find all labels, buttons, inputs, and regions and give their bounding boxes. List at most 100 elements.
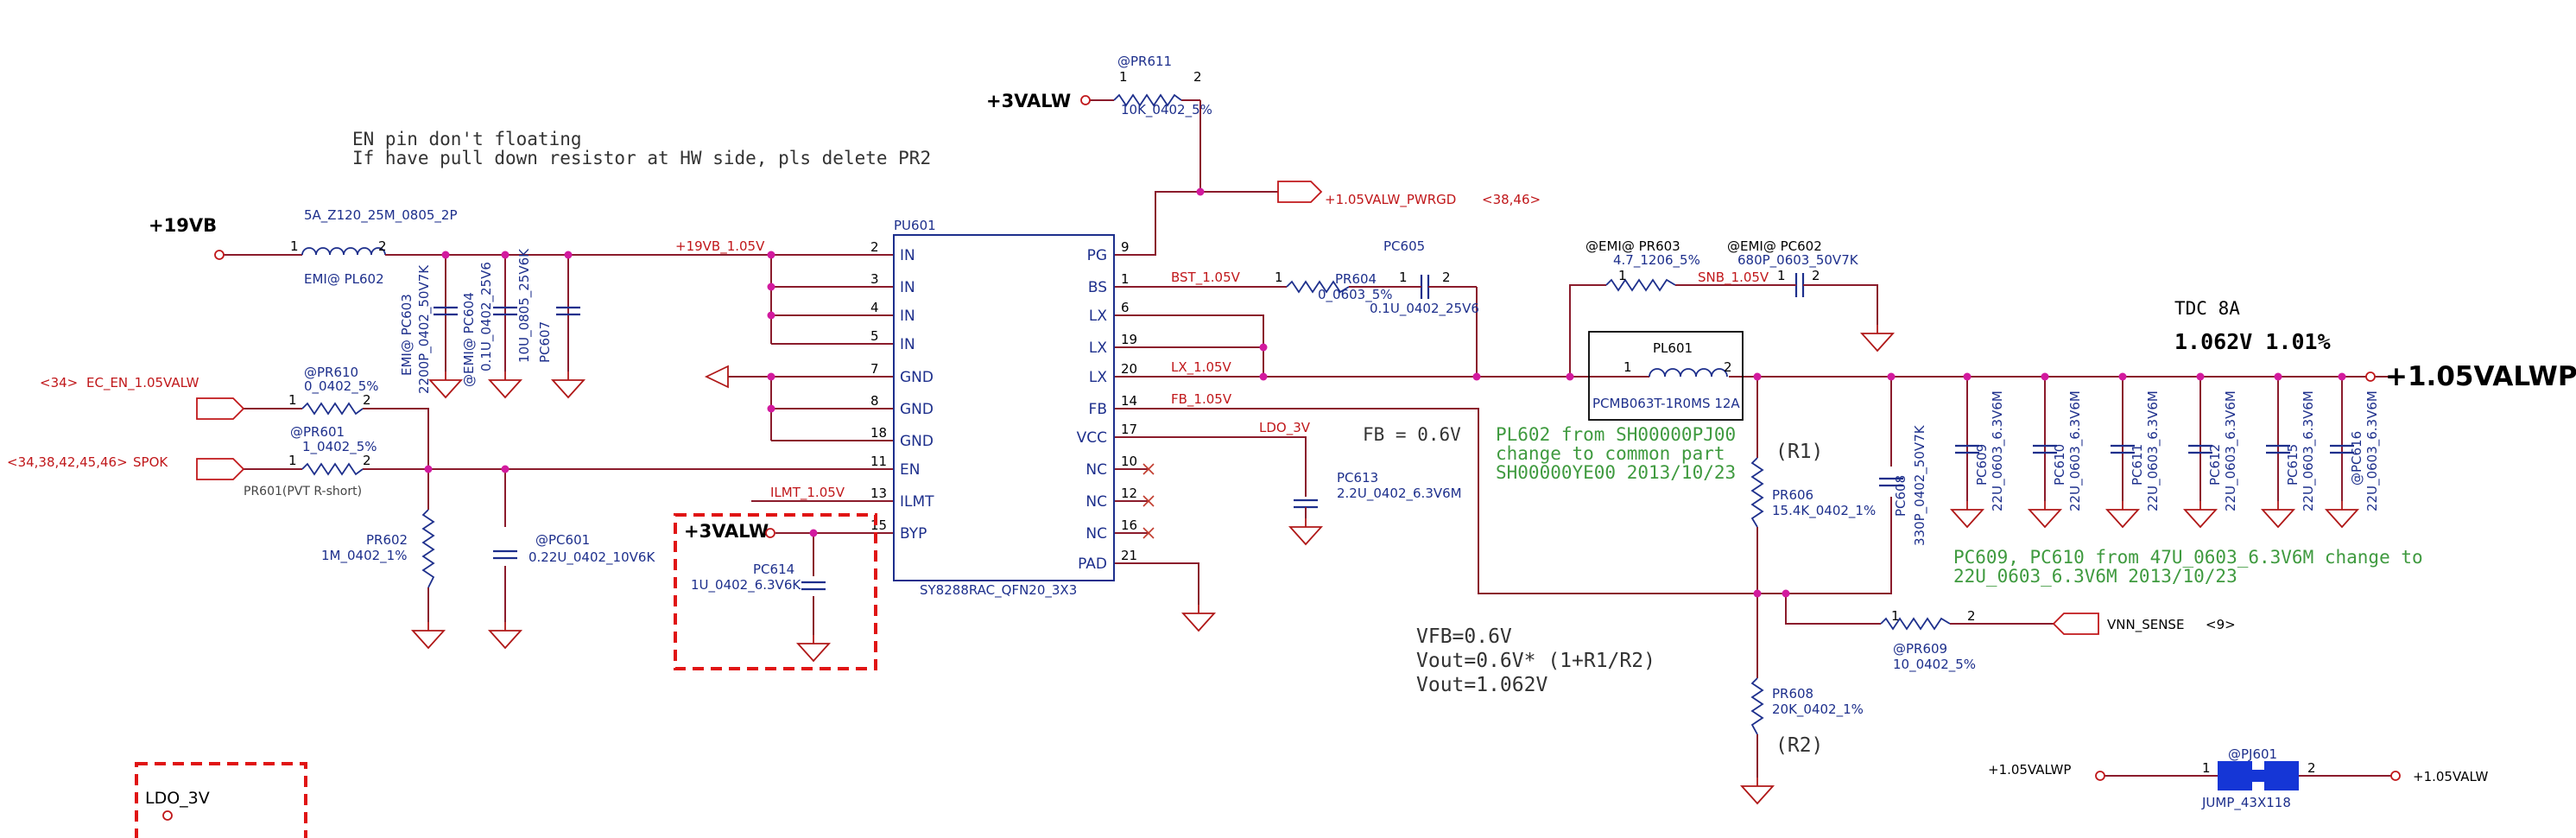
pl602-val: 5A_Z120_25M_0805_2P xyxy=(304,207,458,224)
svg-text:PC613: PC613 xyxy=(1337,470,1378,486)
resistor-pr604: 1 PR604 0_0603_5% xyxy=(1275,270,1393,303)
svg-text:JUMP_43X118: JUMP_43X118 xyxy=(2201,795,2291,811)
cap-value: 22U_0603_6.3V6M xyxy=(2301,390,2317,511)
svg-text:0.22U_0402_10V6K: 0.22U_0402_10V6K xyxy=(528,549,655,566)
jumper-pj601: @PJ601 1 2 JUMP_43X118 xyxy=(2201,746,2316,811)
cap-pc604: @EMI@ PC604 0.1U_0402_25V6 xyxy=(461,262,522,398)
note-vfb: VFB=0.6V xyxy=(1416,625,1512,648)
svg-text:PC605: PC605 xyxy=(1383,238,1425,254)
svg-text:1_0402_5%: 1_0402_5% xyxy=(302,439,377,455)
svg-text:1: 1 xyxy=(1119,69,1128,85)
resistor-pr610: @PR610 0_0402_5% 1 2 xyxy=(288,365,379,416)
cap-pc614: PC614 1U_0402_6.3V6K xyxy=(691,562,830,662)
note-vout1: Vout=0.6V* (1+R1/R2) xyxy=(1416,650,1655,672)
spok-ref: <34,38,42,45,46> xyxy=(7,454,128,470)
net-vnn-ref: <9> xyxy=(2206,617,2236,632)
net-3valw: +3VALW xyxy=(986,91,1071,111)
cap-pc603: EMI@ PC603 2200P_0402_50V7K xyxy=(399,264,462,398)
net-vnn: VNN_SENSE xyxy=(2107,617,2184,633)
svg-text:1: 1 xyxy=(288,453,297,468)
resistor-pr606: PR606 15.4K_0402_1% xyxy=(1750,457,1876,528)
en-net: EC_EN_1.05VALW xyxy=(86,375,199,391)
ic-pin-num: 9 xyxy=(1121,239,1130,255)
en-ref: <34> xyxy=(40,375,78,390)
ic-pin-num: 5 xyxy=(870,328,879,344)
ic-pin-name: PG xyxy=(1087,247,1107,264)
gnd-arrow xyxy=(704,365,729,389)
svg-text:1: 1 xyxy=(1399,270,1408,285)
jump-net-left: +1.05VALWP xyxy=(1988,762,2071,778)
ic-pin-num: 1 xyxy=(1121,271,1130,287)
net-19vb-port xyxy=(214,250,225,260)
spok-net: SPOK xyxy=(133,454,168,470)
ic-part: SY8288RAC_QFN20_3X3 xyxy=(920,582,1077,599)
net-19vb: +19VB xyxy=(149,215,217,236)
ic-pin-num: 15 xyxy=(870,517,887,533)
svg-text:1: 1 xyxy=(1618,268,1627,283)
svg-text:2: 2 xyxy=(1442,270,1451,285)
svg-text:0.1U_0402_25V6: 0.1U_0402_25V6 xyxy=(478,262,495,371)
note-pl602-1: PL602 from SH00000PJ00 xyxy=(1496,424,1736,445)
svg-text:1: 1 xyxy=(1623,359,1632,375)
ground-symbol xyxy=(2029,500,2061,528)
cap-ref: PC612 xyxy=(2207,444,2223,486)
svg-text:PL601: PL601 xyxy=(1653,340,1693,356)
ic-pin-name: VCC xyxy=(1077,429,1107,447)
wire-ldo: LDO_3V xyxy=(1259,420,1311,436)
jump-net-right: +1.05VALW xyxy=(2413,769,2489,784)
byp-highlight-box xyxy=(674,513,877,670)
resistor-pr611: @PR611 10K_0402_5% 1 2 xyxy=(1113,54,1212,118)
inductor-pl601: PL601 PCMB063T-1R0MS 12A 1 2 xyxy=(1588,331,1744,421)
resistor-pr602: PR602 1M_0402_1% xyxy=(321,509,445,649)
gnd-pad xyxy=(1182,604,1215,632)
ic-pin-name: NC xyxy=(1085,493,1107,511)
svg-text:PCMB063T-1R0MS 12A: PCMB063T-1R0MS 12A xyxy=(1592,396,1740,411)
ic-ref: PU601 xyxy=(894,218,936,233)
ic-pin-num: 18 xyxy=(870,425,887,441)
ic-pin-name: IN xyxy=(900,336,915,353)
inductor-pl602: 5A_Z120_25M_0805_2P EMI@ PL602 1 2 xyxy=(290,207,458,287)
ic-pin-name: IN xyxy=(900,279,915,296)
ic-pin-num: 17 xyxy=(1121,422,1137,437)
svg-text:1: 1 xyxy=(288,392,297,408)
svg-text:1: 1 xyxy=(1275,270,1283,285)
cap-ref: PC611 xyxy=(2130,444,2145,486)
ic-pin-num: 16 xyxy=(1121,517,1137,533)
ic-pin-name: NC xyxy=(1085,461,1107,479)
wire-snb: SNB_1.05V xyxy=(1698,270,1769,286)
pwrgd-port xyxy=(1277,181,1323,203)
svg-text:20K_0402_1%: 20K_0402_1% xyxy=(1772,702,1864,718)
ic-pin-num: 10 xyxy=(1121,454,1137,469)
wire-lx: LX_1.05V xyxy=(1171,359,1232,376)
svg-text:2: 2 xyxy=(363,453,371,468)
svg-text:PR602: PR602 xyxy=(366,532,408,548)
note-tdc-v: 1.062V 1.01% xyxy=(2174,329,2331,354)
svg-text:2: 2 xyxy=(1193,69,1202,85)
ic-pin-num: 13 xyxy=(870,486,887,501)
svg-text:10U_0805_25V6K: 10U_0805_25V6K xyxy=(516,248,533,363)
svg-text:PR601(PVT R-short): PR601(PVT R-short) xyxy=(244,485,362,498)
svg-text:2: 2 xyxy=(1812,268,1820,283)
svg-text:@PJ601: @PJ601 xyxy=(2228,746,2277,762)
svg-text:1: 1 xyxy=(1891,608,1900,624)
label-r2: (R2) xyxy=(1775,734,1823,757)
note-en-2: If have pull down resistor at HW side, p… xyxy=(352,148,931,168)
ic-pin-name: GND xyxy=(900,369,934,386)
cap-ref: @PC616 xyxy=(2349,431,2364,486)
wire-bst: BST_1.05V xyxy=(1171,270,1241,286)
svg-text:@EMI@ PC602: @EMI@ PC602 xyxy=(1727,238,1822,254)
svg-text:1: 1 xyxy=(2202,760,2211,776)
cap-ref: PC615 xyxy=(2285,444,2301,486)
ic-pin-num: 3 xyxy=(870,271,879,287)
ic-pin-name: LX xyxy=(1089,340,1107,357)
ic-pin-num: 2 xyxy=(870,239,879,255)
note-fb: FB = 0.6V xyxy=(1363,424,1461,445)
cap-value: 22U_0603_6.3V6M xyxy=(1990,390,2006,511)
ic-pin-name: LX xyxy=(1089,308,1107,325)
